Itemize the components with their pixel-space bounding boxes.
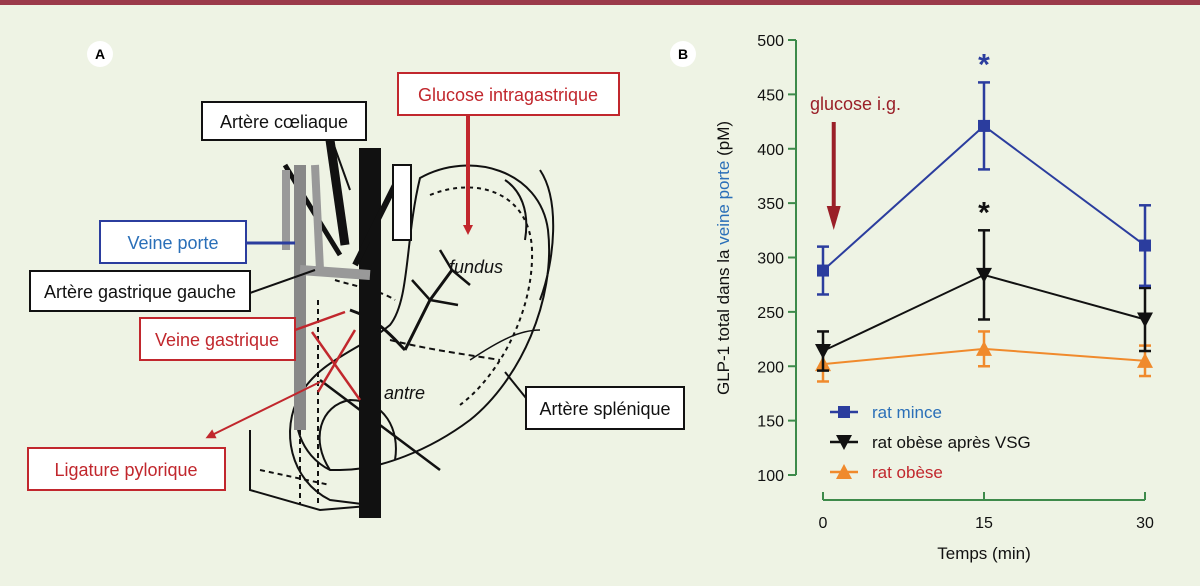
data-point xyxy=(815,344,831,360)
data-point xyxy=(976,267,992,283)
significance-layer: ** xyxy=(978,48,990,229)
y-tick-label: 200 xyxy=(757,359,784,376)
significance-star: * xyxy=(978,196,990,229)
x-tick-label: 15 xyxy=(975,515,993,532)
legend-label: rat mince xyxy=(872,403,942,422)
data-point xyxy=(978,119,990,132)
y-axis: 100 150 200 250 300 350 400 450 500 xyxy=(757,33,797,485)
significance-star: * xyxy=(978,48,990,81)
data-point xyxy=(976,340,992,356)
legend-item: rat mince xyxy=(830,403,942,422)
y-tick-label: 450 xyxy=(757,87,784,104)
artere-gastrique-gauche-label: Artère gastrique gauche xyxy=(44,282,236,302)
series-1 xyxy=(815,229,1153,372)
ligature-cross xyxy=(294,310,362,401)
y-tick-label: 400 xyxy=(757,142,784,159)
series-layer xyxy=(815,81,1153,383)
legend-label: rat obèse xyxy=(872,463,943,482)
glucose-intragastrique-box: Glucose intragastrique xyxy=(397,72,620,116)
artere-splenique-box: Artère splénique xyxy=(525,386,685,430)
legend-label: rat obèse après VSG xyxy=(872,433,1031,452)
veine-gastrique-label: Veine gastrique xyxy=(155,330,279,350)
y-axis-label-suffix: (pM) xyxy=(714,121,733,161)
panel-b-badge: B xyxy=(670,41,696,67)
glucose-intragastrique-label: Glucose intragastrique xyxy=(418,85,598,105)
ligature-pylorique-box: Ligature pylorique xyxy=(27,447,226,491)
artere-coeliaque-box: Artère cœliaque xyxy=(201,101,367,141)
y-tick-label: 100 xyxy=(757,468,784,485)
stomach-illustration xyxy=(249,139,555,518)
y-tick-label: 250 xyxy=(757,305,784,322)
top-rule xyxy=(0,0,1200,5)
x-axis: 0 15 30 xyxy=(819,492,1154,532)
data-point xyxy=(1137,352,1153,368)
panel-b-letter: B xyxy=(678,46,688,62)
data-point xyxy=(1139,239,1151,252)
panel-a-badge: A xyxy=(87,41,113,67)
legend: rat mince rat obèse après VSG rat obèse xyxy=(830,403,1031,482)
legend-swatch-marker xyxy=(838,406,850,418)
data-point xyxy=(817,264,829,277)
panel-b: B GLP-1 total dans la veine porte (pM) 1… xyxy=(670,33,1154,563)
figure: A xyxy=(27,33,1154,563)
legend-item: rat obèse après VSG xyxy=(830,433,1031,452)
x-tick-label: 0 xyxy=(819,515,828,532)
y-tick-label: 150 xyxy=(757,414,784,431)
panel-a: A xyxy=(27,41,685,518)
panel-a-letter: A xyxy=(95,46,105,62)
glucose-ig-arrow-head xyxy=(826,206,841,230)
veine-gastrique-box: Veine gastrique xyxy=(139,317,296,361)
x-axis-label: Temps (min) xyxy=(937,544,1031,563)
legend-item: rat obèse xyxy=(830,463,943,482)
series-2 xyxy=(815,330,1153,383)
legend-swatch-marker xyxy=(836,464,852,479)
fundus-label: fundus xyxy=(449,257,503,277)
y-axis-label-highlight: veine porte xyxy=(714,161,733,245)
veine-porte-box: Veine porte xyxy=(99,220,247,264)
y-tick-label: 500 xyxy=(757,33,784,50)
artere-gastrique-gauche-box: Artère gastrique gauche xyxy=(29,270,251,312)
ligature-arrow xyxy=(205,381,321,439)
series-0 xyxy=(817,81,1151,296)
glucose-ig-label: glucose i.g. xyxy=(810,94,901,114)
x-tick-label: 30 xyxy=(1136,515,1154,532)
artere-coeliaque-label: Artère cœliaque xyxy=(220,112,348,132)
glucose-ig-annotation: glucose i.g. xyxy=(810,94,901,230)
y-axis-label-prefix: GLP-1 total dans la xyxy=(714,245,733,395)
y-axis-label: GLP-1 total dans la veine porte (pM) xyxy=(714,121,733,395)
data-point xyxy=(1137,312,1153,328)
ligature-pylorique-label: Ligature pylorique xyxy=(54,460,197,480)
y-tick-label: 350 xyxy=(757,196,784,213)
antre-label: antre xyxy=(384,383,425,403)
legend-swatch-marker xyxy=(836,435,852,450)
artere-splenique-label: Artère splénique xyxy=(539,399,670,419)
veine-porte-label: Veine porte xyxy=(127,233,218,253)
y-tick-label: 300 xyxy=(757,251,784,268)
